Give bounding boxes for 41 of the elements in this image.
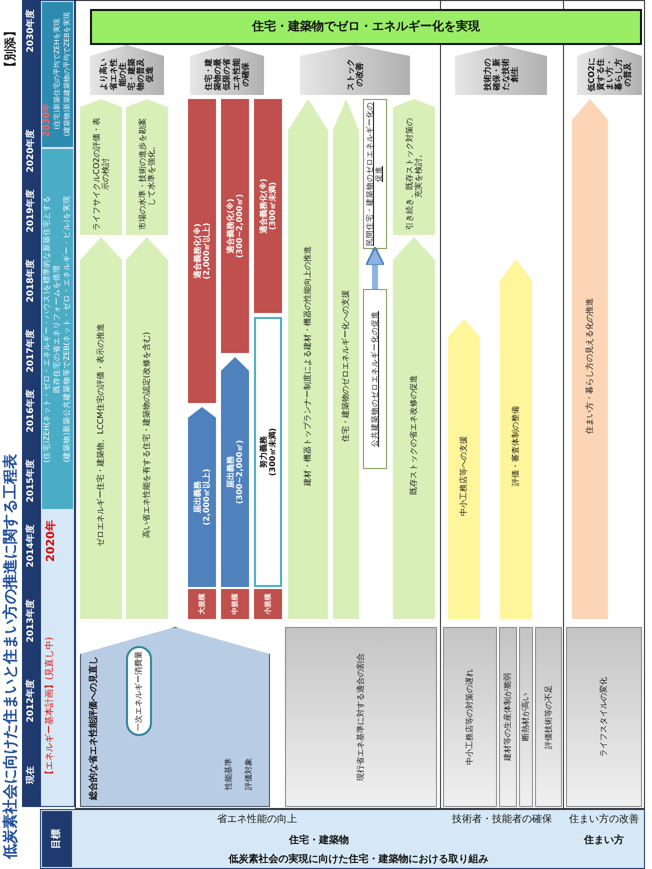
year-label: 2013年度 — [24, 598, 37, 645]
header-label: 目標 — [42, 811, 72, 867]
row-heading: 住宅・建築物 — [288, 833, 350, 848]
year-label: 2019年度 — [24, 188, 37, 235]
axis-label: 評価対象 — [243, 757, 254, 792]
target-year: 2030年 — [42, 102, 52, 140]
oval-label: 一次エネルギー消費量 — [126, 646, 152, 736]
schedule-bar: 適合義務化(※) (300㎡未満) — [254, 99, 282, 313]
axis-label: 性能基準 — [223, 757, 234, 792]
row-heading: 住まい方 — [582, 833, 625, 848]
arrow — [365, 246, 385, 289]
year-label: 2015年度 — [24, 458, 37, 505]
row-heading: 低炭素社会の実現に向けた住宅・建築物における取り組み — [227, 852, 490, 867]
year-label: 2014年度 — [24, 523, 37, 570]
issue-box: ライフスタイルの変化 — [566, 627, 642, 807]
year-label: 2012年度 — [24, 678, 37, 725]
year-label: 現在 — [24, 765, 37, 786]
year-label: 2030年度 — [24, 8, 37, 55]
target-year: 2020年 — [44, 519, 58, 564]
issue-box: 建材等の生産体制が脆弱 — [499, 627, 517, 807]
annex-label: 【別添】 — [2, 24, 18, 75]
row-heading: 省エネ性能の向上 — [216, 812, 298, 828]
year-label: 2016年度 — [24, 388, 37, 435]
schedule-bar: 適合義務化(※) (300~2,000㎡) — [221, 99, 249, 353]
issue-heading: 総合的な省エネ性能評価への見直し — [89, 655, 100, 800]
goal-banner: 住宅・建築物でゼロ・エネルギー化を実現 — [90, 9, 642, 45]
schedule-bar: 届出義務 (300~2,000㎡) — [221, 357, 249, 587]
row-heading: 住まい方の改善 — [568, 812, 640, 828]
schedule-bar: 届出義務 (2,000㎡以上) — [188, 407, 216, 587]
issue-box: 断熱材が高い — [519, 627, 533, 807]
schedule-bar: 努力義務 (300㎡未満) — [254, 317, 282, 587]
row-heading: 技術者・技能者の確保 — [451, 812, 553, 828]
plan-note: 【エネルギー基本計画】(見直し中) — [44, 636, 56, 782]
issue-box: 評価技術等の不足 — [535, 627, 562, 807]
issue-box: 中小工務店等の対策の遅れ — [443, 627, 497, 807]
title: 低炭素社会に向けた住まいと住まい方の推進に関する工程表 — [0, 453, 20, 859]
year-label: 2018年度 — [24, 258, 37, 305]
schedule-bar: 適合義務化(※) (2,000㎡以上) — [188, 99, 216, 403]
year-label: 2020年度 — [24, 128, 37, 175]
year-label: 2017年度 — [24, 328, 37, 375]
issue-box: 現行省エネ基準に対する適合の割合 — [285, 627, 437, 807]
